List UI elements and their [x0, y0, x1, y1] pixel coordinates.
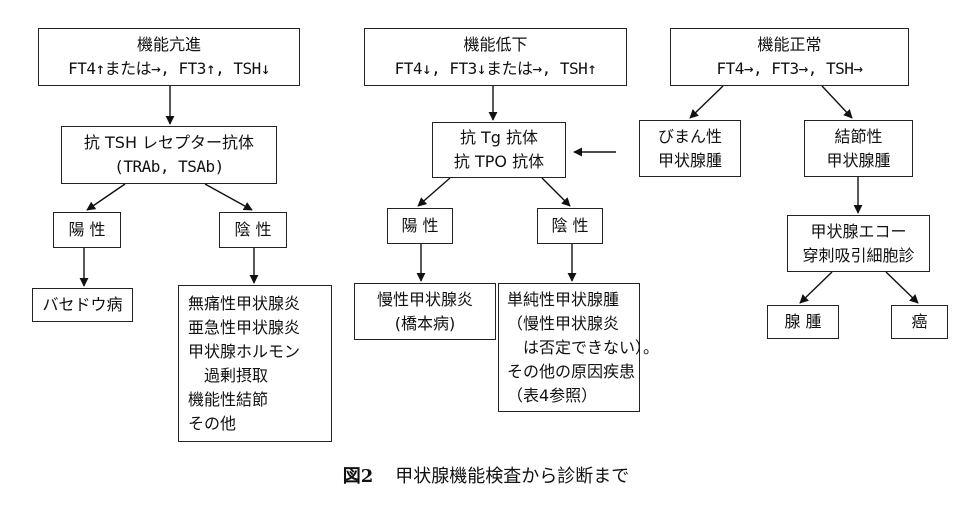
node-title: 機能亢進 [136, 35, 201, 54]
node-line: （慢性甲状腺炎 [507, 313, 620, 333]
node-line: 抗 TPO 抗体 [453, 152, 545, 171]
node-line: 甲状腺腫 [826, 150, 891, 170]
node-tsh-receptor-antibody: 抗 TSH レセプター抗体 (TRAb, TSAb) [61, 126, 277, 184]
node-line: 甲状腺エコー [810, 221, 907, 241]
edge-tg_tpo_ab-to-hypo_positive [417, 177, 451, 207]
edge-tsh_receptor_ab-to-hyper_negative [204, 183, 253, 211]
node-label: 陽 性 [68, 220, 106, 239]
node-line: 過剰摂取 [188, 365, 269, 385]
node-title: 機能正常 [757, 35, 822, 54]
node-label: 腺 腫 [784, 312, 822, 331]
node-line: (TRAb, TSAb) [114, 157, 224, 176]
node-line: 結節性 [834, 126, 883, 146]
node-hyper-positive: 陽 性 [53, 212, 121, 248]
node-detail: FT4→, FT3→, TSH→ [716, 59, 863, 78]
node-line: その他 [188, 413, 237, 433]
node-label: 陰 性 [234, 220, 272, 239]
node-simple-goiter: 単純性甲状腺腫 （慢性甲状腺炎 は否定できない）。 その他の原因疾患 （表4参照… [498, 283, 659, 412]
node-hypo-negative: 陰 性 [537, 208, 603, 244]
node-line: 穿刺吸引細胞診 [802, 245, 915, 265]
node-line: (橋本病) [394, 313, 456, 333]
node-hypo-positive: 陽 性 [387, 208, 453, 244]
edge-normal-to-nodular_goiter [821, 85, 853, 119]
node-euthyroid: 機能正常 FT4→, FT3→, TSH→ [670, 28, 909, 86]
node-line: びまん性 [657, 126, 722, 146]
node-line: 機能性結節 [188, 389, 269, 409]
node-ultrasound-fna: 甲状腺エコー 穿刺吸引細胞診 [787, 215, 930, 272]
node-line: 単純性甲状腺腫 [507, 289, 620, 309]
node-line: 無痛性甲状腺炎 [188, 293, 301, 313]
node-hyperthyroid: 機能亢進 FT4↑または→, FT3↑, TSH↓ [38, 28, 300, 86]
node-line: 甲状腺腫 [657, 150, 722, 170]
node-detail: FT4↑または→, FT3↑, TSH↓ [68, 59, 270, 78]
node-label: 癌 [911, 312, 928, 331]
node-line: 抗 Tg 抗体 [459, 128, 539, 147]
node-line: （表4参照） [507, 385, 598, 405]
figure-label: 図2 [342, 466, 374, 487]
node-adenoma: 腺 腫 [767, 305, 839, 339]
edge-echo_fna-to-cancer [885, 271, 919, 304]
edge-tg_tpo_ab-to-hypo_negative [541, 177, 571, 207]
node-line: 慢性甲状腺炎 [376, 289, 473, 309]
node-hashimoto: 慢性甲状腺炎 (橋本病) [354, 283, 496, 340]
figure-title: 甲状腺機能検査から診断まで [395, 466, 630, 487]
edge-normal-to-diffuse_goiter [689, 85, 724, 119]
node-nodular-goiter: 結節性 甲状腺腫 [804, 120, 913, 177]
edge-echo_fna-to-adenoma [799, 271, 833, 304]
node-line: その他の原因疾患 [507, 361, 636, 381]
node-title: 機能低下 [463, 35, 528, 54]
node-label: 陰 性 [551, 216, 589, 235]
node-cancer: 癌 [891, 305, 948, 339]
node-line: 甲状腺ホルモン [188, 341, 301, 361]
node-line: 亜急性甲状腺炎 [188, 317, 301, 337]
node-line: は否定できない）。 [507, 337, 660, 357]
node-hypothyroid: 機能低下 FT4↓, FT3↓または→, TSH↑ [364, 28, 627, 86]
node-diffuse-goiter: びまん性 甲状腺腫 [639, 120, 741, 177]
node-hyper-negative-causes: 無痛性甲状腺炎 亜急性甲状腺炎 甲状腺ホルモン 過剰摂取 機能性結節 その他 [178, 285, 332, 442]
node-label: 陽 性 [401, 216, 439, 235]
node-tg-tpo-antibody: 抗 Tg 抗体 抗 TPO 抗体 [432, 122, 566, 178]
figure-caption: 図2 甲状腺機能検査から診断まで [0, 462, 972, 488]
node-line: 抗 TSH レセプター抗体 [83, 133, 255, 152]
node-detail: FT4↓, FT3↓または→, TSH↑ [394, 59, 597, 78]
node-hyper-negative: 陰 性 [219, 212, 287, 248]
node-label: バセドウ病 [42, 295, 123, 314]
edge-tsh_receptor_ab-to-hyper_positive [86, 183, 126, 211]
node-graves-disease: バセドウ病 [32, 288, 133, 322]
